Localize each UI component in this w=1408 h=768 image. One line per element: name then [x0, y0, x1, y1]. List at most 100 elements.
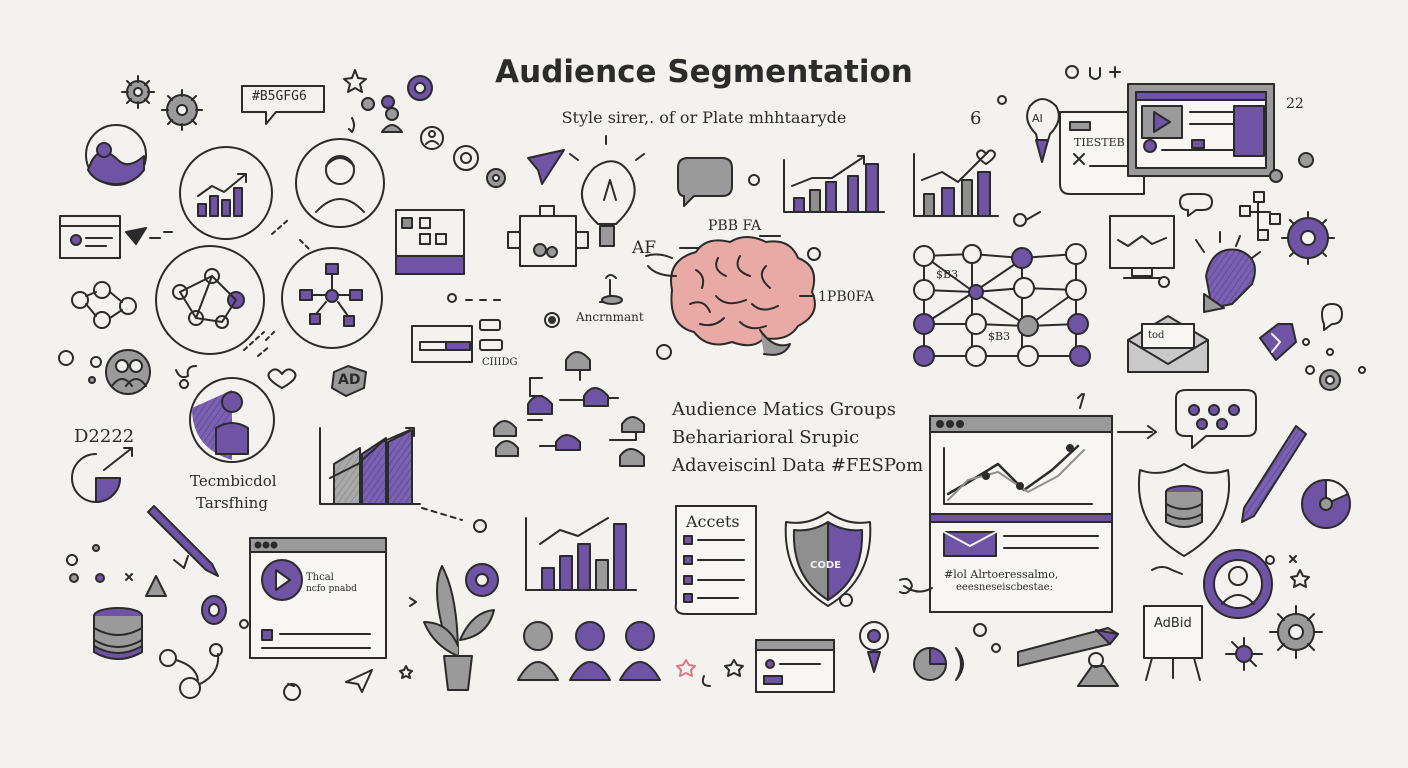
person-icon	[420, 126, 444, 150]
pencil-icon	[1017, 627, 1119, 667]
monitor-icon	[1109, 215, 1175, 279]
network-icon	[71, 281, 137, 329]
video-caption-1: Thcal	[306, 572, 334, 583]
video-caption-2: ncfo pnabd	[306, 584, 357, 594]
person-icon	[381, 107, 403, 133]
database-icon	[93, 607, 143, 660]
person-icon	[1077, 652, 1119, 687]
accets-label: Accets	[686, 512, 740, 531]
bar-chart-icon	[525, 517, 637, 591]
person-icon	[295, 138, 385, 228]
gear-icon	[486, 168, 506, 188]
target-icon	[331, 365, 367, 397]
star-icon	[343, 69, 367, 93]
gear-icon	[161, 89, 203, 131]
paper-plane-icon	[345, 669, 373, 693]
hex-bubble-label: #B5GFG6	[252, 89, 307, 104]
pie-chart-icon	[71, 447, 133, 503]
dash-caption-1: #lol Alrtoeressalmo,	[944, 568, 1059, 581]
node-text-1: $B3	[936, 268, 959, 281]
brain-icon	[645, 236, 816, 356]
lightbulb-icon	[1026, 98, 1060, 163]
person-icon	[517, 621, 661, 681]
node-text-2: $B3	[988, 330, 1011, 343]
network-icon	[1225, 637, 1263, 671]
browser-window-icon	[755, 639, 835, 693]
person-icon	[1203, 549, 1273, 619]
lightbulb-icon	[569, 135, 645, 247]
email-label: tod	[1148, 330, 1165, 341]
brain-right-label: 1PB0FA	[818, 289, 875, 305]
network-icon	[1239, 191, 1281, 241]
person-icon	[189, 377, 275, 463]
form-icon	[411, 325, 473, 363]
line-chart-icon	[319, 427, 421, 505]
shield-code-label: CODE	[810, 560, 841, 571]
target-icon	[201, 595, 227, 625]
gear-icon	[1269, 605, 1323, 659]
brain-top-label: PBB FA	[708, 218, 762, 234]
person-icon	[85, 124, 147, 186]
pencil-icon	[147, 505, 219, 577]
lightbulb-icon	[1195, 231, 1261, 313]
plant-icon	[423, 563, 499, 691]
page-subtitle: Style sirer,. of or Plate mhhtaaryde	[561, 108, 847, 127]
pie-chart-icon	[1301, 478, 1351, 529]
pencil-icon	[1241, 425, 1307, 523]
gear-icon	[121, 75, 155, 109]
person-icon	[105, 349, 151, 395]
groups-line-1: Audience Matics Groups	[672, 399, 896, 420]
gear-icon	[1281, 211, 1335, 265]
network-icon	[155, 245, 265, 355]
gear-icon	[1319, 369, 1341, 391]
tester-label: TIESTEB	[1074, 136, 1125, 149]
browser-window-icon	[249, 537, 387, 659]
number-6: 6	[970, 108, 982, 129]
star-icon	[399, 665, 413, 679]
paper-plane-icon	[527, 149, 565, 185]
easel-icon	[1143, 605, 1203, 681]
target-icon	[859, 621, 889, 673]
target-icon	[407, 75, 433, 101]
chip-label: CIIIDG	[482, 357, 518, 368]
gem-icon	[1259, 323, 1297, 361]
bar-chart-icon	[179, 146, 273, 240]
brain-left-label: AF	[632, 238, 657, 258]
gear-icon	[1269, 152, 1314, 183]
adbid-label: AdBid	[1154, 616, 1192, 631]
puzzle-icon	[507, 205, 589, 267]
browser-window-icon	[929, 415, 1113, 613]
ai-bulb-label: AI	[1032, 112, 1043, 125]
shield-icon	[1138, 463, 1230, 557]
anchor-label: Ancrnmant	[576, 310, 644, 324]
target-icon	[807, 247, 821, 261]
network-icon	[913, 243, 1091, 367]
network-icon	[281, 247, 383, 349]
heart-icon	[976, 149, 996, 165]
dash-caption-2: eeesneseiscbestae:	[956, 582, 1053, 593]
number-22: 22	[1286, 96, 1304, 112]
groups-line-3: Adaveiscinl Data #FESPom	[672, 455, 924, 476]
target-icon	[599, 274, 623, 305]
envelope-icon	[1127, 315, 1209, 373]
shield-icon	[784, 511, 872, 607]
ad-badge: AD	[338, 372, 361, 388]
browser-window-icon	[1059, 83, 1275, 195]
chat-bubble-icon	[1321, 303, 1343, 331]
technical-label-1: Tecmbicdol	[190, 472, 277, 490]
chat-bubble-icon	[677, 157, 733, 207]
target-icon	[453, 145, 479, 171]
network-icon	[493, 351, 645, 467]
number-left: D2222	[74, 426, 135, 447]
heart-icon	[267, 368, 297, 389]
chat-bubble-icon	[241, 85, 325, 125]
technical-label-2: Tarsfhing	[196, 494, 268, 512]
chat-bubble-icon	[1179, 193, 1213, 217]
database-icon	[395, 209, 465, 275]
bar-chart-icon	[783, 155, 885, 213]
page-title: Audience Segmentation	[495, 54, 913, 90]
document-icon	[674, 505, 757, 615]
browser-window-icon	[59, 215, 121, 259]
bar-chart-icon	[913, 151, 999, 217]
